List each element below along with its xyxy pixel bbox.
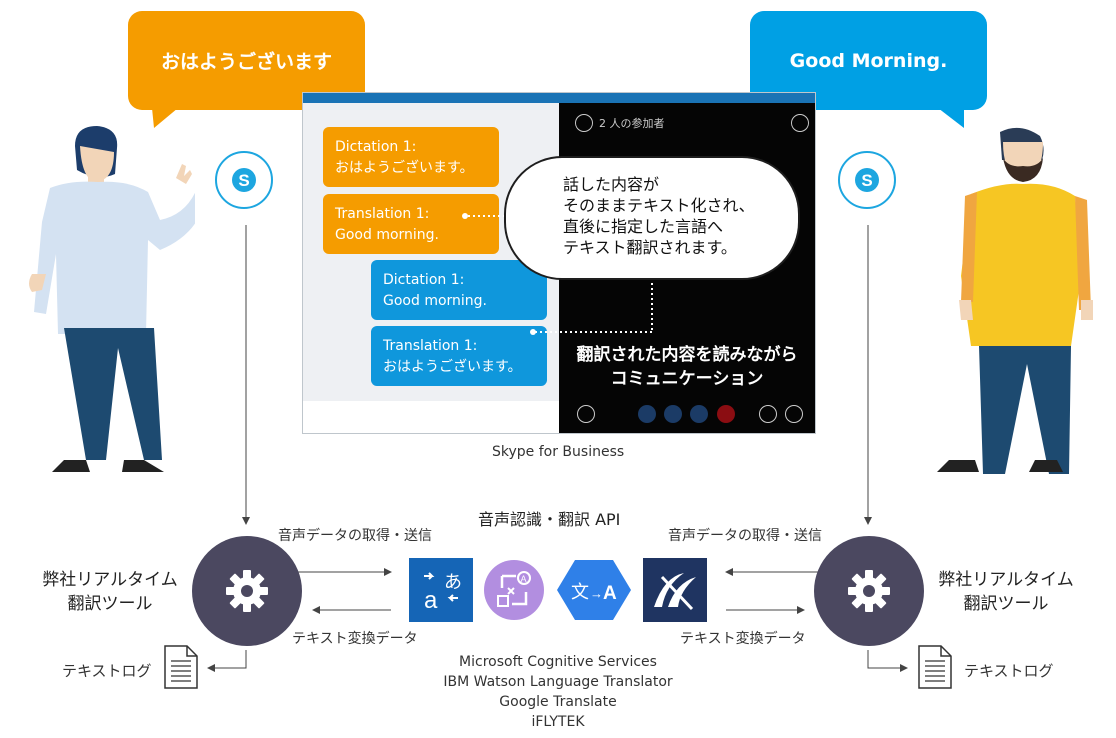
mic-button[interactable] (664, 405, 682, 423)
svg-text:A: A (521, 574, 527, 584)
iflytek-icon (643, 558, 707, 622)
vendor-iflytek: iFLYTEK (531, 714, 585, 730)
speech-bubble-tail-left (152, 108, 178, 128)
svg-text:a: a (424, 587, 438, 612)
message-text: Good morning. (335, 227, 440, 243)
receive-label-left: テキスト変換データ (292, 631, 418, 647)
callout-line1: 話した内容が (563, 175, 660, 194)
tool-name-line2: 翻訳ツール (963, 594, 1049, 614)
svg-text:S: S (238, 171, 249, 190)
participants-count: 2 人の参加者 (599, 117, 665, 130)
svg-text:→: → (590, 586, 603, 601)
send-label-left: 音声データの取得・送信 (278, 528, 432, 544)
more-options-button[interactable] (785, 405, 803, 423)
person-right (937, 127, 1093, 474)
message-text: おはようございます。 (383, 359, 522, 375)
ibm-watson-translator-icon: A (482, 558, 546, 622)
chat-pane: Dictation 1: おはようございます。 Translation 1: G… (303, 103, 559, 401)
api-vendor-list: Microsoft Cognitive Services IBM Watson … (408, 652, 708, 732)
message-title: Translation 1: (383, 338, 478, 354)
text-log-label-right: テキストログ (964, 662, 1054, 680)
hang-up-button[interactable] (717, 405, 735, 423)
tool-name-left: 弊社リアルタイム 翻訳ツール (34, 568, 186, 616)
chat-message: Translation 1: おはようございます。 (371, 326, 547, 386)
tool-name-line1: 弊社リアルタイム (42, 570, 178, 590)
skype-icon: S (215, 151, 273, 209)
svg-text:A: A (603, 583, 617, 604)
translation-tool-left (192, 536, 302, 646)
message-title: Dictation 1: (383, 272, 465, 288)
callout-line3: 直後に指定した言語へ (563, 217, 724, 236)
explanation-callout: 話した内容が そのままテキスト化され、 直後に指定した言語へ テキスト翻訳されま… (504, 156, 800, 280)
person-left (29, 126, 195, 472)
video-caption: 翻訳された内容を読みながら コミュニケーション (559, 343, 815, 391)
speech-english-text: Good Morning. (789, 49, 948, 72)
participants-button[interactable] (759, 405, 777, 423)
vendor-microsoft: Microsoft Cognitive Services (459, 654, 657, 670)
message-title: Translation 1: (335, 206, 430, 222)
vendor-google: Google Translate (499, 694, 617, 710)
callout-line4: テキスト翻訳されます。 (563, 238, 737, 257)
vendor-ibm: IBM Watson Language Translator (443, 674, 673, 690)
chat-message: Dictation 1: Good morning. (371, 260, 547, 320)
window-caption: Skype for Business (492, 444, 625, 460)
google-translate-icon: 文 → A (557, 556, 631, 624)
skype-icon: S (838, 151, 896, 209)
send-label-right: 音声データの取得・送信 (668, 528, 822, 544)
translation-tool-right (814, 536, 924, 646)
document-icon (164, 645, 198, 689)
text-log-label-left: テキストログ (62, 662, 152, 680)
speech-bubble-tail-right (938, 108, 964, 128)
chat-toggle-icon[interactable] (577, 405, 595, 423)
message-title: Dictation 1: (335, 139, 417, 155)
video-caption-line1: 翻訳された内容を読みながら (576, 345, 798, 365)
gear-icon (226, 570, 268, 612)
video-caption-line2: コミュニケーション (610, 369, 764, 389)
receive-label-right: テキスト変換データ (680, 631, 806, 647)
chat-message: Dictation 1: おはようございます。 (323, 127, 499, 187)
message-text: おはようございます。 (335, 160, 474, 176)
participants-icon (575, 114, 593, 132)
video-options-icon[interactable] (791, 114, 809, 132)
speech-japanese-text: おはようございます (160, 51, 332, 73)
share-button[interactable] (690, 405, 708, 423)
speech-bubble-japanese: おはようございます (128, 11, 365, 110)
tool-name-line2: 翻訳ツール (67, 594, 153, 614)
callout-connectors (462, 213, 653, 335)
api-title: 音声認識・翻訳 API (478, 510, 621, 529)
video-button[interactable] (638, 405, 656, 423)
svg-text:S: S (861, 171, 872, 190)
svg-text:あ: あ (444, 572, 462, 593)
microsoft-translator-icon: あ a (409, 558, 473, 622)
gear-icon (848, 570, 890, 612)
tool-name-line1: 弊社リアルタイム (938, 570, 1074, 590)
svg-text:文: 文 (571, 582, 589, 603)
callout-line2: そのままテキスト化され、 (563, 196, 755, 215)
tool-name-right: 弊社リアルタイム 翻訳ツール (930, 568, 1082, 616)
window-title-bar (303, 93, 815, 103)
document-icon (918, 645, 952, 689)
chat-message: Translation 1: Good morning. (323, 194, 499, 254)
message-text: Good morning. (383, 293, 488, 309)
